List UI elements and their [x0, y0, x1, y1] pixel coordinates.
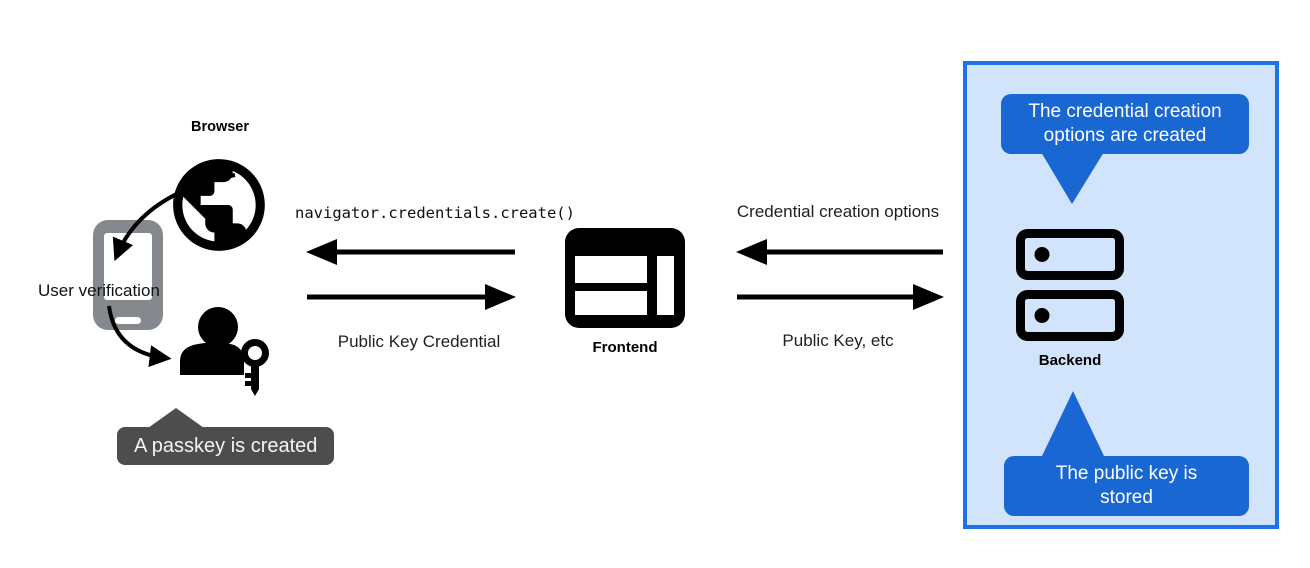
public-key-stored-bubble: The public key is stored — [1004, 456, 1249, 516]
browser-to-frontend-arrow — [307, 284, 516, 310]
tooltip-pointer — [148, 408, 204, 428]
server-stack-icon — [1016, 229, 1124, 341]
credential-options-created-bubble: The credential creation options are crea… — [1001, 94, 1249, 154]
frontend-label: Frontend — [592, 339, 658, 356]
public-key-etc-label: Public Key, etc — [782, 331, 894, 350]
passkey-created-tooltip: A passkey is created — [117, 408, 335, 465]
backend-to-frontend-arrow — [736, 239, 943, 265]
backend-label: Backend — [1038, 352, 1102, 369]
passkey-created-tooltip-text: A passkey is created — [134, 435, 318, 457]
credential-creation-options-label: Credential creation options — [736, 202, 940, 221]
globe-icon — [173, 159, 265, 251]
browser-window-icon — [565, 228, 685, 328]
navigator-credentials-create-label: navigator.credentials.create() — [295, 204, 575, 222]
backend-panel: The credential creation options are crea… — [963, 61, 1279, 529]
top-bubble-pointer — [1041, 152, 1104, 204]
frontend-to-browser-arrow — [306, 239, 515, 265]
user-verification-label: User verification — [38, 281, 160, 300]
browser-label: Browser — [190, 119, 250, 135]
credential-options-created-bubble-text: The credential creation options are crea… — [1028, 101, 1222, 146]
public-key-credential-label: Public Key Credential — [337, 332, 501, 351]
authenticator-to-user-arrow — [107, 305, 172, 368]
bottom-bubble-pointer — [1042, 391, 1104, 456]
frontend-to-backend-arrow — [737, 284, 944, 310]
public-key-stored-bubble-text: The public key is stored — [1055, 463, 1198, 508]
person-with-key-icon — [180, 307, 269, 396]
